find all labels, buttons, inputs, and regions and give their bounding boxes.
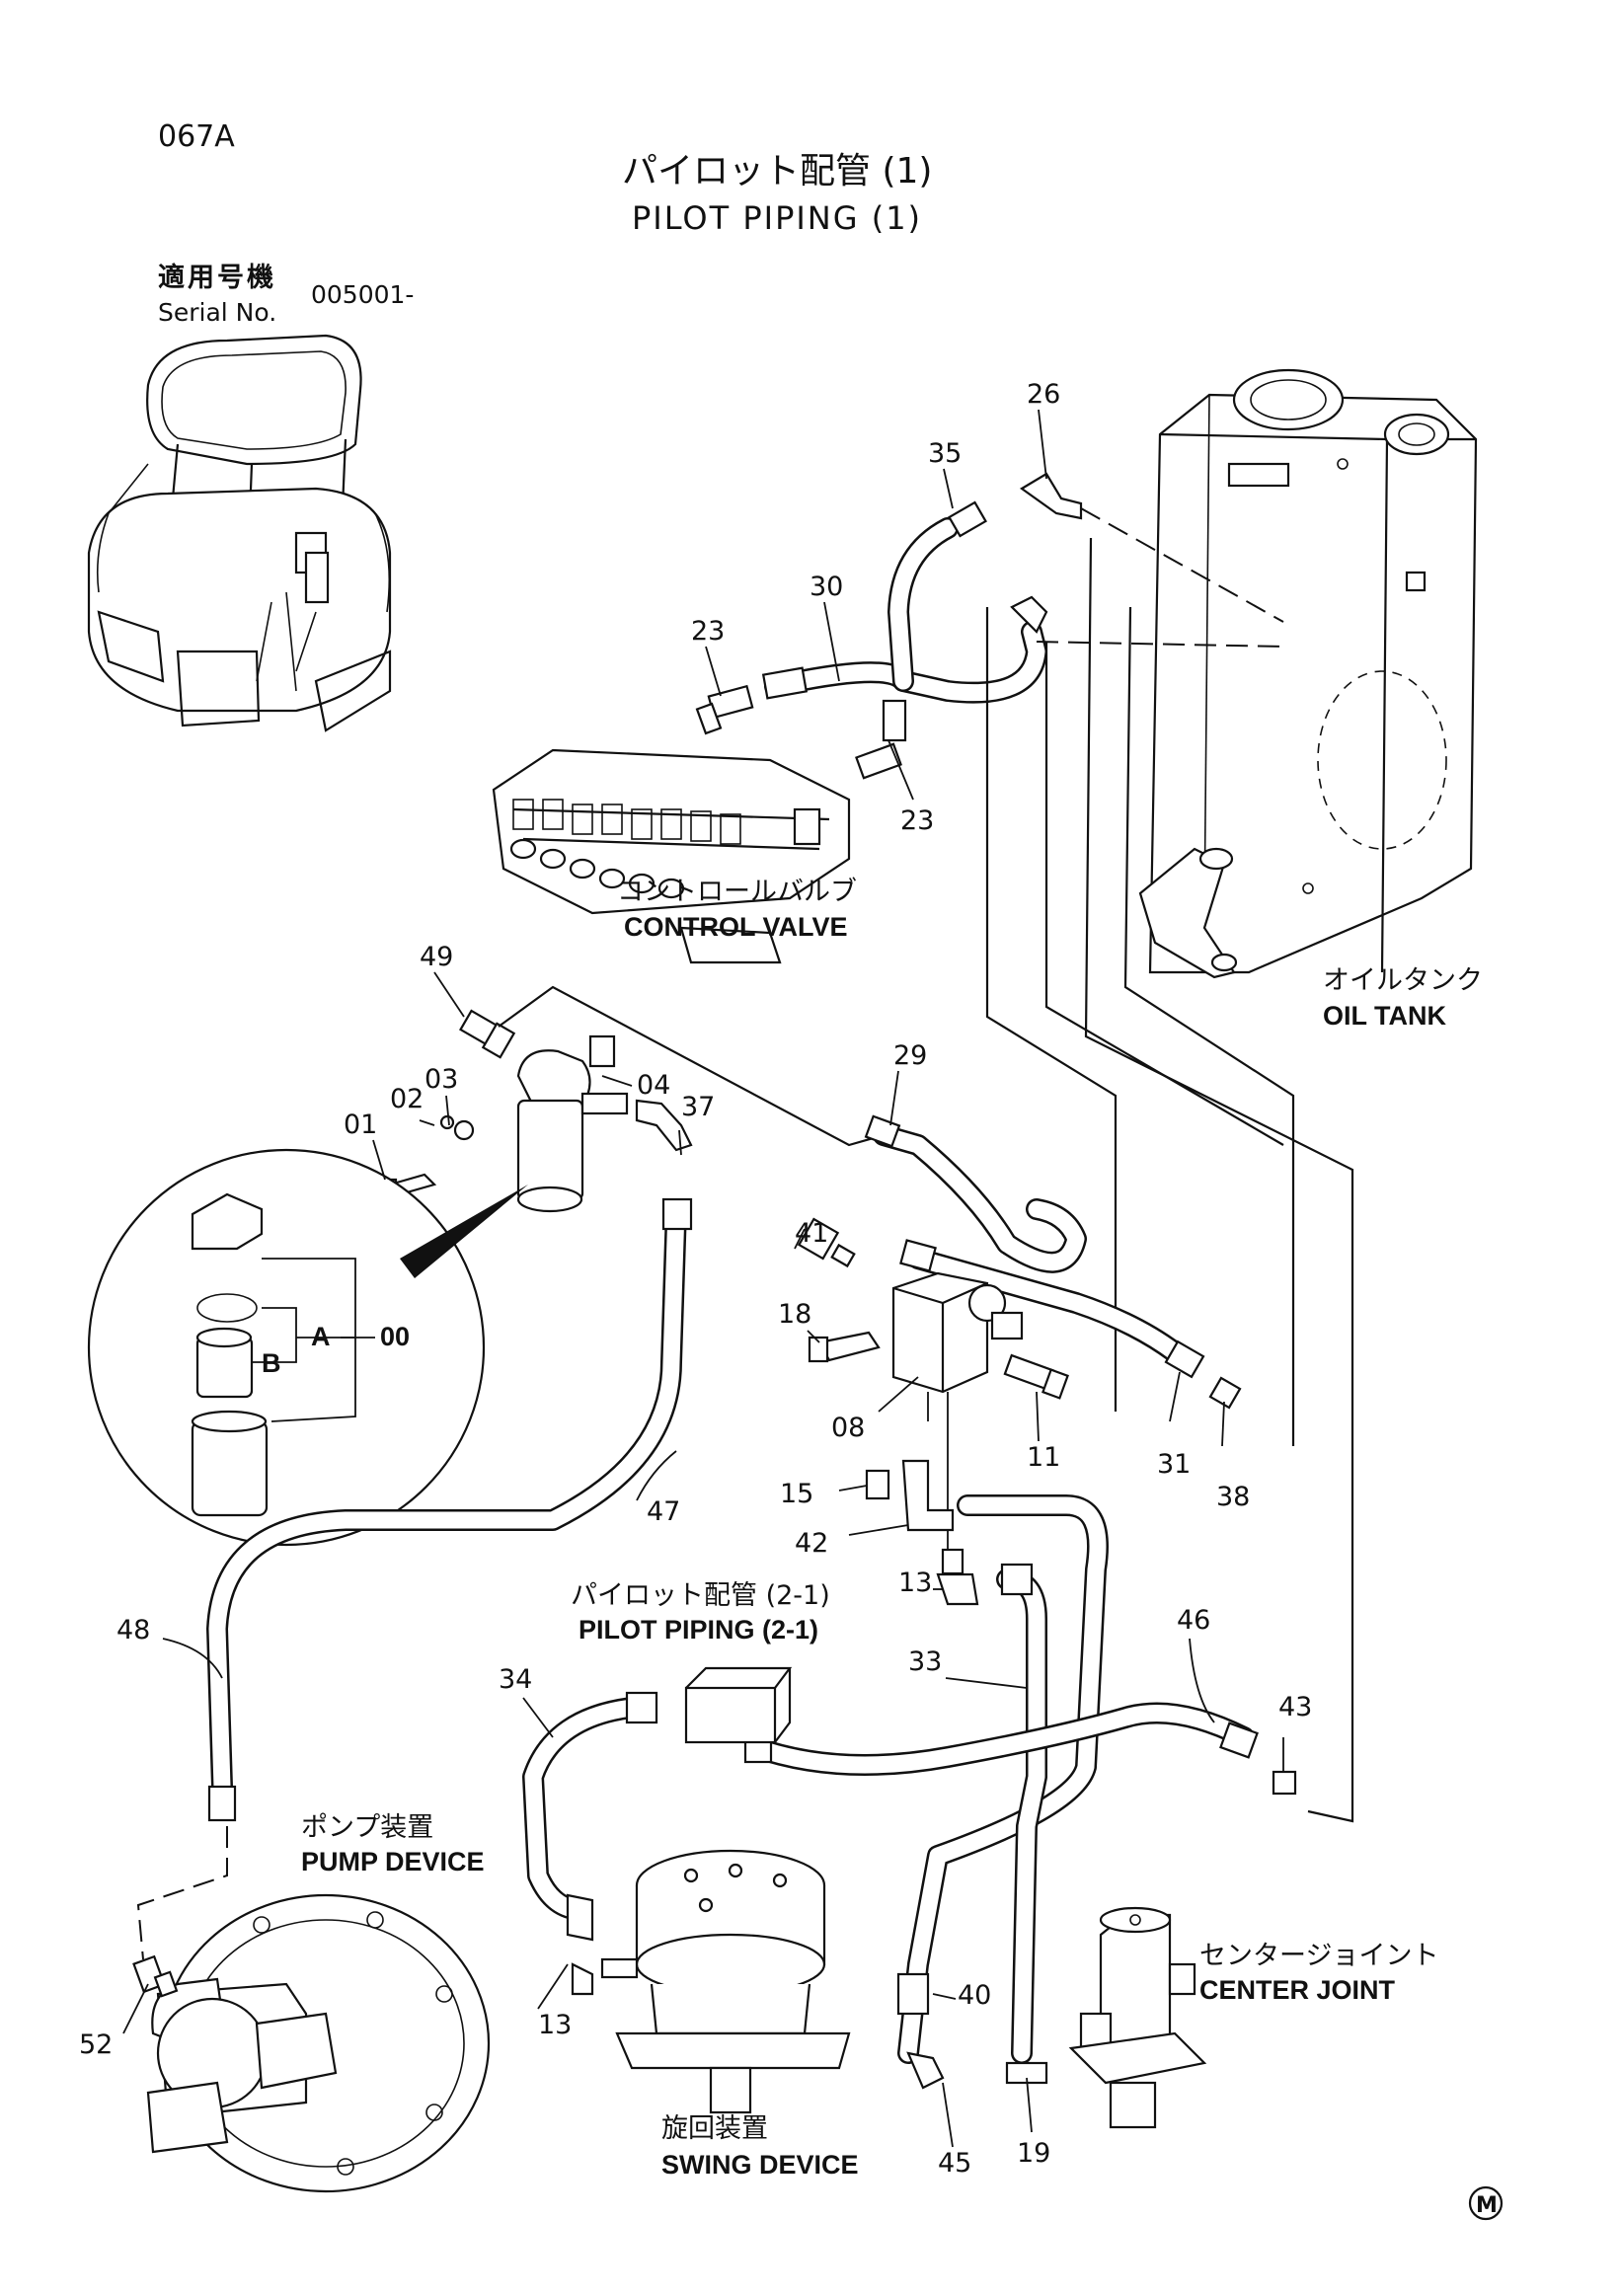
center-joint-label-en: CENTER JOINT (1199, 1975, 1396, 2005)
part-number: 46 (1177, 1605, 1210, 1636)
part-number: 52 (79, 2029, 113, 2060)
part-number: 29 (893, 1040, 927, 1071)
part-number: 41 (795, 1218, 828, 1249)
part-number: 13 (898, 1568, 932, 1598)
filter-detail-callout (87, 1148, 528, 1547)
part-number: 19 (1017, 2138, 1050, 2169)
part-number: 49 (420, 942, 453, 972)
part-number: 47 (647, 1496, 680, 1527)
center-joint-label-jp: センタージョイント (1199, 1941, 1438, 1971)
part-number: 42 (795, 1528, 828, 1559)
part-number: 26 (1027, 379, 1060, 410)
part-number: 35 (928, 438, 962, 469)
control-valve (492, 748, 851, 964)
part-number: 23 (900, 805, 934, 836)
serial-label-jp: 適用号機 (158, 262, 276, 292)
control-valve-label-jp: コントロールバルブ (617, 877, 857, 907)
control-valve-label-en: CONTROL VALVE (624, 912, 848, 942)
title-jp: パイロット配管 (1) (622, 151, 932, 191)
pump-device-label-en: PUMP DEVICE (301, 1847, 485, 1876)
part-number: 11 (1027, 1442, 1060, 1473)
part-number: 04 (637, 1070, 670, 1101)
swing-device (522, 1666, 851, 2114)
swing-device-label-jp: 旋回装置 (661, 2113, 768, 2144)
oil-tank-label-jp: オイルタンク (1323, 965, 1483, 996)
swing-device-label-en: SWING DEVICE (661, 2150, 859, 2180)
part-number: 43 (1278, 1692, 1312, 1722)
machine-thumbnail (87, 334, 392, 732)
part-number: 03 (424, 1064, 458, 1095)
pilot-piping-ref-jp: パイロット配管 (2-1) (571, 1580, 830, 1611)
pump-device-label-jp: ポンプ装置 (301, 1812, 433, 1843)
part-number: 15 (780, 1479, 813, 1509)
part-number: 40 (958, 1980, 991, 2011)
part-number: 02 (390, 1084, 424, 1114)
page-code: 067A (158, 119, 235, 154)
part-number: 34 (499, 1664, 532, 1695)
part-number: 38 (1216, 1482, 1250, 1512)
part-number: 23 (691, 616, 725, 647)
pump-device (132, 1893, 491, 2193)
part-number: 33 (908, 1646, 942, 1677)
detail-label-a: A (311, 1322, 331, 1351)
center-joint (1068, 1906, 1207, 2129)
serial-value: 005001- (311, 280, 414, 309)
part-number: 30 (810, 572, 843, 602)
filter-assembly (378, 1009, 693, 1213)
oil-tank-label-en: OIL TANK (1323, 1001, 1446, 1031)
part-number: 18 (778, 1299, 811, 1330)
pilot-block (797, 1217, 1069, 1400)
part-number: 31 (1157, 1449, 1191, 1480)
serial-label-en: Serial No. (158, 298, 276, 327)
title-en: PILOT PIPING (1) (632, 199, 922, 237)
part-number: 08 (831, 1413, 865, 1443)
part-number: 37 (681, 1092, 715, 1122)
detail-label-00: 00 (380, 1322, 410, 1351)
part-number: 01 (344, 1110, 377, 1140)
pilot-piping-ref-en: PILOT PIPING (2-1) (579, 1615, 818, 1645)
m-mark-label: M (1476, 2193, 1498, 2218)
part-number: 45 (938, 2148, 971, 2179)
detail-label-b: B (262, 1348, 281, 1378)
oil-tank (1138, 368, 1478, 979)
part-number: 13 (538, 2010, 572, 2040)
m-mark: M (1468, 2185, 1504, 2221)
part-number: 48 (116, 1615, 150, 1645)
